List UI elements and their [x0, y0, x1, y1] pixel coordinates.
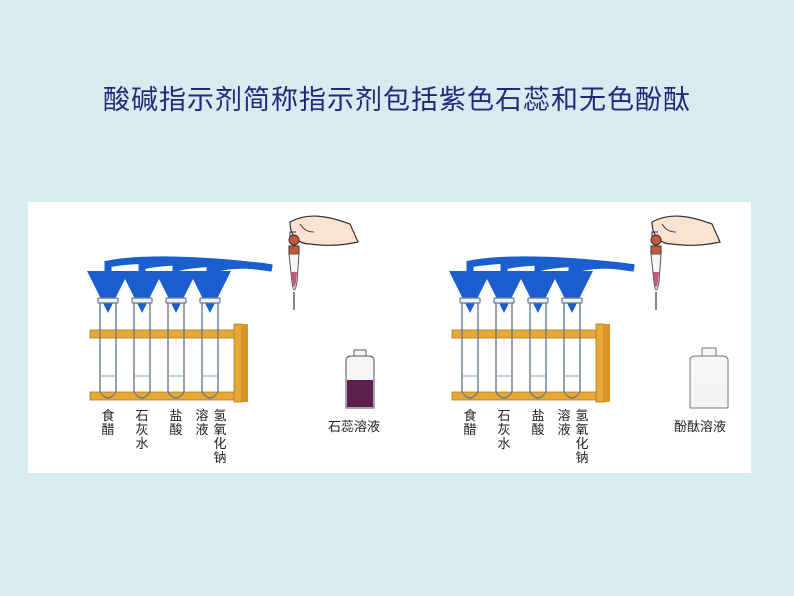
tube-label: 盐酸 [169, 409, 183, 438]
litmus-bottle [345, 349, 375, 409]
tube-label: 食醋 [463, 409, 477, 438]
tube-label: 石灰水 [135, 409, 149, 452]
tube-label: 氢氧化钠 [575, 409, 589, 466]
diagram-panel: 食醋 石灰水 盐酸 溶液 氢氧化钠 石蕊溶液 食醋 石灰水 盐酸 溶液 氢氧化钠… [28, 202, 751, 473]
rack-set-right [452, 216, 720, 402]
experiment-illustration [28, 202, 729, 409]
tube-label: 盐酸 [531, 409, 545, 438]
bottle-label: 酚酞溶液 [674, 420, 727, 435]
rack-set-left [90, 216, 358, 402]
tube-label: 溶液 [557, 409, 571, 438]
tube-label: 食醋 [101, 409, 115, 438]
page-title: 酸碱指示剂简称指示剂包括紫色石蕊和无色酚酞 [103, 85, 691, 116]
tube-label: 石灰水 [497, 409, 511, 452]
tube-label: 氢氧化钠 [213, 409, 227, 466]
bottle-label: 石蕊溶液 [328, 420, 381, 435]
tube-label: 溶液 [195, 409, 209, 438]
phenolphthalein-bottle [689, 347, 729, 409]
